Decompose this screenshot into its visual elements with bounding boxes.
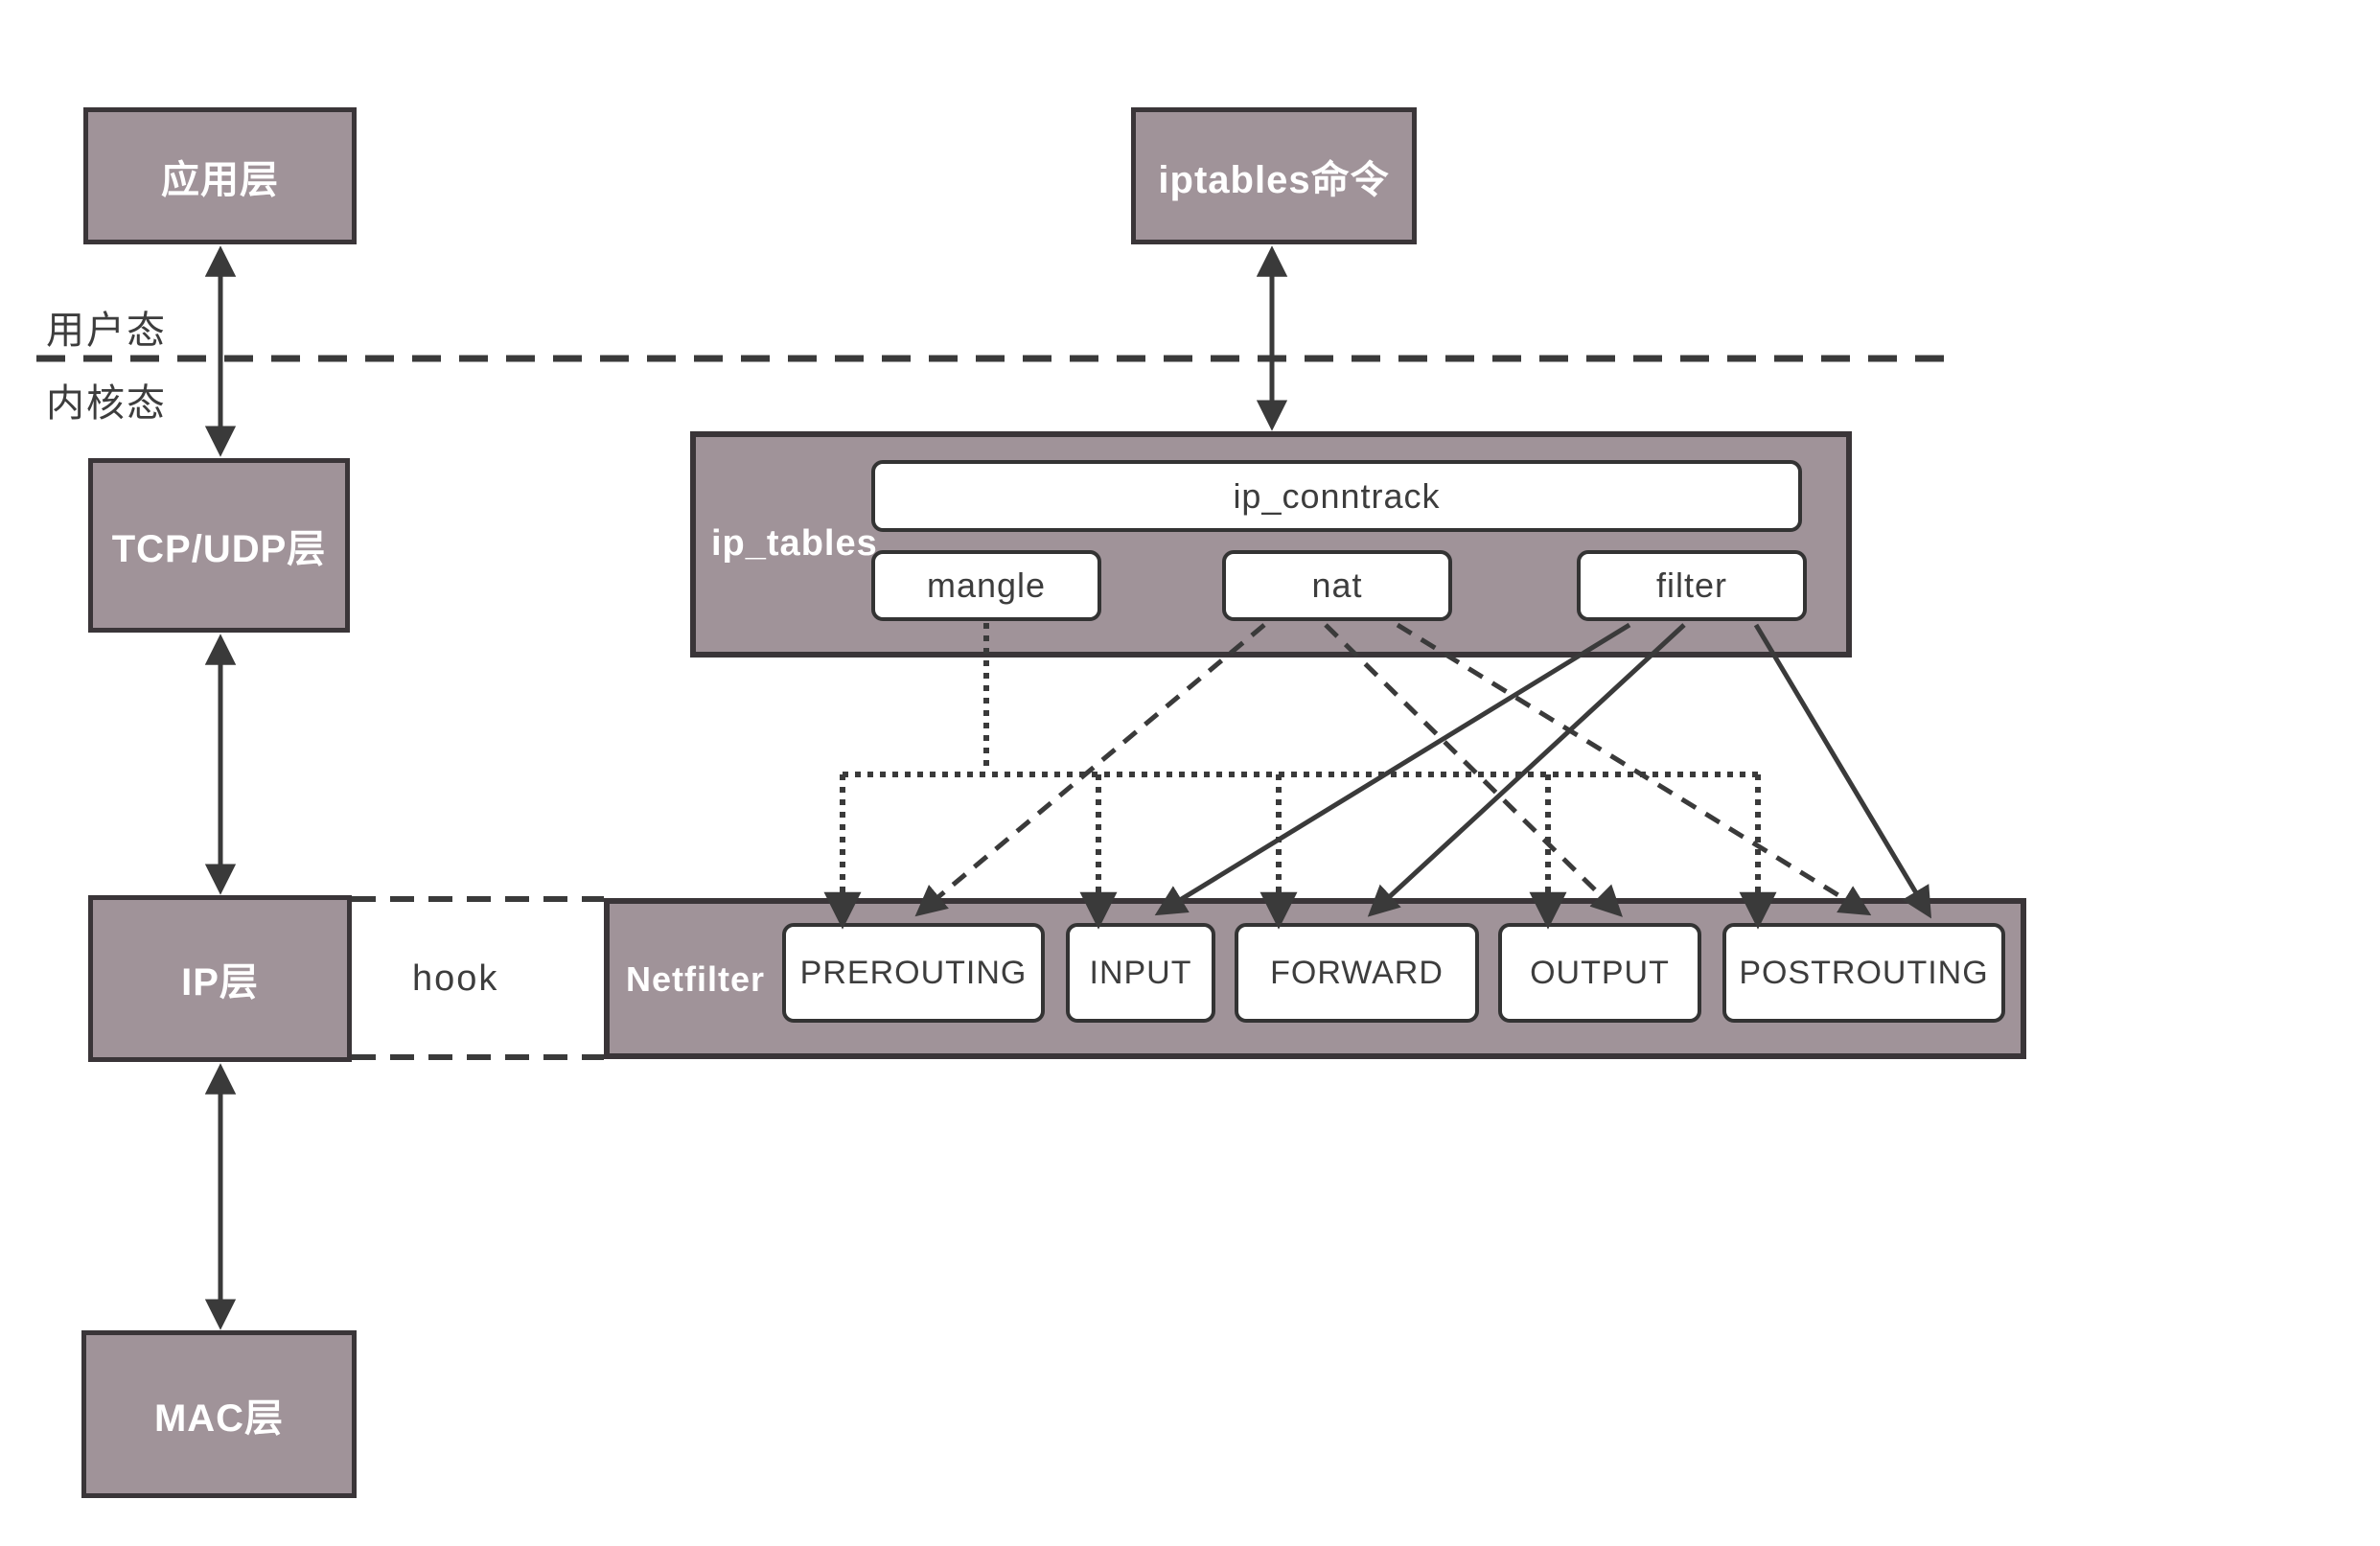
mangle-table-label: mangle xyxy=(926,565,1047,605)
postrouting-chain-label: POSTROUTING xyxy=(1739,954,1989,991)
output-chain-box: OUTPUT xyxy=(1498,923,1701,1023)
nat-table-box: nat xyxy=(1222,550,1452,621)
netfilter-label: Netfilter xyxy=(626,959,766,999)
user-mode-label: 用户态 xyxy=(46,310,167,352)
mangle-dotted-connections xyxy=(823,623,1777,930)
filter-to-input-arrow xyxy=(1154,622,1631,916)
ip-conntrack-box: ip_conntrack xyxy=(871,460,1802,532)
kernel-mode-label: 内核态 xyxy=(46,382,167,425)
ip-layer-box: IP层 xyxy=(88,895,352,1062)
nat-dashed-connections xyxy=(914,622,1872,917)
hook-label: hook xyxy=(412,958,499,999)
application-layer-box: 应用层 xyxy=(83,107,357,244)
postrouting-chain-box: POSTROUTING xyxy=(1722,923,2005,1023)
nat-to-postrouting-arrow xyxy=(1396,622,1872,916)
input-chain-box: INPUT xyxy=(1066,923,1215,1023)
prerouting-chain-box: PREROUTING xyxy=(782,923,1045,1023)
application-layer-label: 应用层 xyxy=(161,158,279,201)
filter-to-forward-arrow xyxy=(1367,623,1686,917)
ip-tables-label: ip_tables xyxy=(711,523,878,564)
filter-solid-connections xyxy=(1154,622,1931,919)
layer-double-arrows xyxy=(204,245,1288,1330)
forward-chain-label: FORWARD xyxy=(1270,954,1444,991)
filter-table-box: filter xyxy=(1577,550,1807,621)
filter-to-postrouting-arrow xyxy=(1753,623,1931,919)
iptables-command-label: iptables命令 xyxy=(1158,158,1390,201)
mangle-table-box: mangle xyxy=(871,550,1101,621)
output-chain-label: OUTPUT xyxy=(1530,954,1670,991)
ip-layer-label: IP层 xyxy=(181,961,259,1004)
nat-to-prerouting-arrow xyxy=(914,623,1266,917)
nat-table-label: nat xyxy=(1311,565,1363,605)
tcp-udp-layer-box: TCP/UDP层 xyxy=(88,458,350,633)
filter-table-label: filter xyxy=(1655,565,1727,605)
prerouting-chain-label: PREROUTING xyxy=(799,954,1028,991)
nat-to-output-arrow xyxy=(1324,623,1623,917)
mac-layer-label: MAC层 xyxy=(153,1396,285,1440)
ip-conntrack-label: ip_conntrack xyxy=(1233,475,1441,516)
input-chain-label: INPUT xyxy=(1089,954,1192,991)
mac-layer-box: MAC层 xyxy=(81,1330,357,1498)
tcp-udp-layer-label: TCP/UDP层 xyxy=(111,528,327,570)
forward-chain-box: FORWARD xyxy=(1235,923,1479,1023)
iptables-command-box: iptables命令 xyxy=(1131,107,1417,244)
